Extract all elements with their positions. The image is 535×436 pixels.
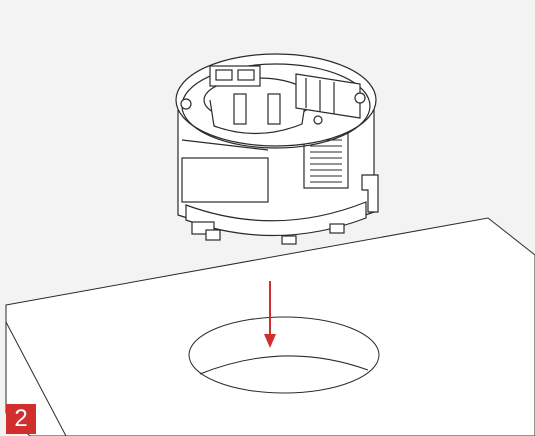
round-cutout-icon [188, 316, 380, 394]
ceiling-panel-front-edge [5, 321, 67, 436]
step-number-badge: 2 [6, 404, 36, 434]
ceiling-mount-box-icon [175, 53, 379, 245]
arrow-down-icon [264, 281, 276, 348]
